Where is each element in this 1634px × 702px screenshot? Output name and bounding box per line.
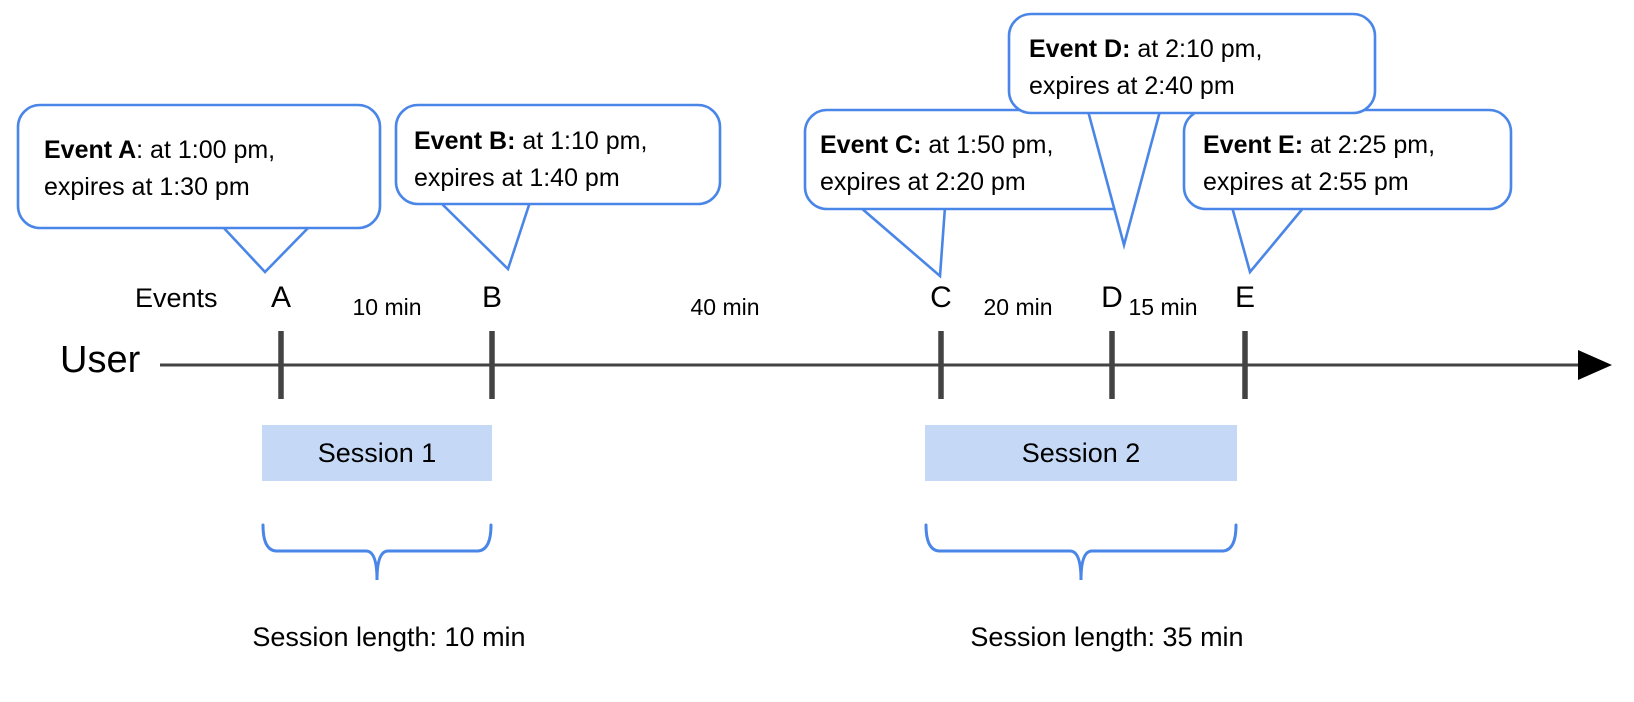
gap-label-b-c: 40 min [690,294,759,320]
callout-sep-a: : [136,136,143,164]
event-letter-e: E [1235,281,1255,314]
timeline-axis [160,350,1612,380]
callout-title-b: Event B: [414,127,515,155]
callout-tail-d [1086,110,1162,251]
user-lane-label: User [60,339,141,381]
callout-text-c-line2: expires at 2:20 pm [820,168,1026,196]
callout-title-e: Event E: [1203,131,1303,159]
session-1[interactable]: Session 1 [262,425,492,481]
callout-bubble-b [394,103,722,206]
session-2[interactable]: Session 2 [925,425,1237,481]
event-letter-a: A [271,281,291,314]
callout-event-c[interactable]: Event C: at 1:50 pm, expires at 2:20 pm [803,108,1136,279]
callout-line1-b: at 1:10 pm, [515,127,647,155]
callout-text-b-line1: Event B: at 1:10 pm, [414,127,647,155]
callout-line1-a: at 1:00 pm, [143,136,275,164]
callout-text-e-line1: Event E: at 2:25 pm, [1203,131,1435,159]
session-2-rect [925,425,1237,481]
session-2-length-label: Session length: 35 min [970,622,1243,652]
brace-session-1 [261,523,493,581]
callout-group: Event A: at 1:00 pm, expires at 1:30 pm … [16,12,1513,279]
event-marker-a[interactable]: A [271,281,291,399]
callout-bubble-d [1007,12,1377,115]
gap-labels: 10 min 40 min 20 min 15 min [352,294,1197,320]
event-marker-e[interactable]: E [1235,281,1255,399]
gap-label-d-e: 15 min [1128,294,1197,320]
callout-tail-a [221,225,311,274]
callout-event-a[interactable]: Event A: at 1:00 pm, expires at 1:30 pm [16,103,382,274]
event-letter-c: C [930,281,952,314]
callout-text-d-line2: expires at 2:40 pm [1029,72,1235,100]
callout-event-e[interactable]: Event E: at 2:25 pm, expires at 2:55 pm [1182,108,1513,275]
event-letter-d: D [1101,281,1123,314]
gap-label-c-d: 20 min [983,294,1052,320]
callout-title-a: Event A [44,136,136,164]
event-marker-d[interactable]: D [1101,281,1123,399]
callout-text-d-line1: Event D: at 2:10 pm, [1029,35,1262,63]
axis-arrow-icon [1578,350,1612,380]
event-letter-b: B [482,281,502,314]
callout-title-c: Event C: [820,131,921,159]
callout-text-a-line1: Event A: at 1:00 pm, [44,136,275,164]
callout-tail-b [439,201,532,272]
session-1-label: Session 1 [318,438,437,468]
callout-tail-c [859,206,947,279]
events-lane-label: Events [135,283,218,313]
callout-text-e-line2: expires at 2:55 pm [1203,168,1409,196]
event-ticks: A B C D E [271,281,1255,399]
session-2-label: Session 2 [1022,438,1141,468]
session-braces [261,523,1238,581]
callout-text-a-line2: expires at 1:30 pm [44,173,250,201]
callout-title-d: Event D: [1029,35,1130,63]
callout-line1-e: at 2:25 pm, [1303,131,1435,159]
session-length-labels: Session length: 10 min Session length: 3… [252,622,1243,652]
event-marker-b[interactable]: B [482,281,502,399]
event-marker-c[interactable]: C [930,281,952,399]
session-1-rect [262,425,492,481]
session-boxes: Session 1 Session 2 [262,425,1237,481]
callout-line1-c: at 1:50 pm, [921,131,1053,159]
callout-text-b-line2: expires at 1:40 pm [414,164,620,192]
brace-session-2 [924,523,1238,581]
callout-event-d[interactable]: Event D: at 2:10 pm, expires at 2:40 pm [1007,12,1377,251]
callout-line1-d: at 2:10 pm, [1130,35,1262,63]
gap-label-a-b: 10 min [352,294,421,320]
session-1-length-label: Session length: 10 min [252,622,525,652]
callout-event-b[interactable]: Event B: at 1:10 pm, expires at 1:40 pm [394,103,722,272]
callout-bubble-a [16,103,382,230]
callout-text-c-line1: Event C: at 1:50 pm, [820,131,1053,159]
callout-tail-e [1230,206,1305,275]
